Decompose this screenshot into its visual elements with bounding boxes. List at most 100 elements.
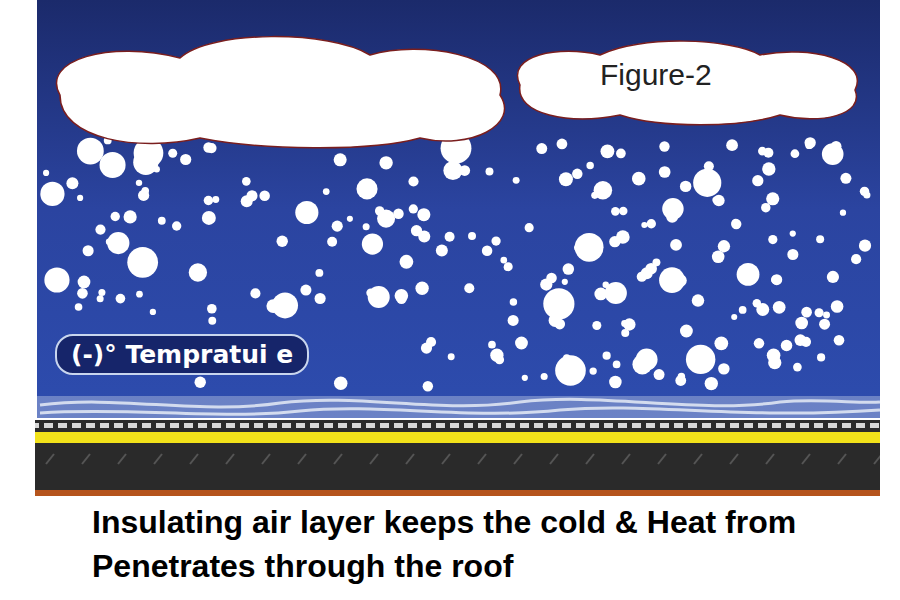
snowflake [541,373,548,380]
snowflake [436,244,448,256]
snowflake [411,225,422,236]
snowflake [510,298,517,305]
snowflake [154,166,160,172]
snowflake [116,294,126,304]
snowflake [207,143,217,153]
snowflake [753,299,761,307]
snowflake [781,340,792,351]
snowflake [356,178,377,199]
snowflake [763,148,773,158]
roof-slab [35,443,880,490]
snowflake [486,168,494,176]
snowflake [714,336,728,350]
snowflake [138,190,149,201]
snowflake [659,166,671,178]
snowflake [323,188,330,195]
snowflake [362,233,383,254]
snowflake [172,221,181,230]
snowflake [98,289,105,296]
snowflake [562,279,568,285]
snowflake [77,195,83,201]
snowflake [594,181,613,200]
snowflake [815,308,824,317]
snowflake [712,197,718,203]
snowflake [771,274,782,285]
snowflake [525,223,534,232]
snowflake [500,257,507,264]
snowflake [363,223,370,230]
sky-ground [37,0,880,418]
snowflake [563,263,575,275]
snowflake [589,367,596,374]
temperature-badge: (-)° Tempratui e [55,334,309,375]
snowflake [97,295,104,302]
caption: Insulating air layer keeps the cold & He… [92,500,882,588]
snowflake [513,177,520,184]
snowflake [468,232,476,240]
snowflake [804,137,815,148]
snowflake [448,353,455,360]
snowflake [202,211,216,225]
snowflake [611,207,620,216]
snowflake [158,217,166,225]
snowflake [794,334,806,346]
snowflake [761,203,770,212]
snowflake [124,210,137,223]
snowflake [395,289,409,303]
snowflake [148,257,154,263]
snowflake [208,317,216,325]
snowflake [816,235,824,243]
snowflake [508,315,519,326]
snowflake [77,138,104,165]
snowflake [83,245,94,256]
snowflake [754,338,764,348]
snowflake [204,196,213,205]
snowflake [805,141,813,149]
snowflake [637,272,647,282]
snowflake [295,201,318,224]
snowflake [726,139,738,151]
snowflake [408,176,418,186]
snowflake [641,363,649,371]
snowflake [540,278,552,290]
snowflake [66,177,78,189]
snowflake [834,335,845,346]
snowflake [543,288,574,319]
snowflake [515,337,528,350]
snowflake [641,222,647,228]
snowflake [693,169,721,197]
snowflake [680,325,693,338]
snowflake [613,361,621,369]
snowflake [762,162,775,175]
snowflake [180,154,191,165]
snowflake [817,353,825,361]
snowflake [705,377,718,390]
snowflake [259,190,270,201]
snowflake [787,249,798,260]
snowflake [559,172,573,186]
snowflake [675,375,686,386]
snowflake [557,139,568,150]
snowflake [377,210,395,228]
figure-label: Figure-2 [600,58,712,92]
clouds [57,37,858,148]
snowflake [674,274,687,287]
snowflake [840,209,846,215]
snowflake [111,212,120,221]
snowflake [522,375,528,381]
snowflake [136,180,142,186]
snowflake [77,288,88,299]
snowflake [482,246,493,257]
snowflake [334,153,347,166]
snowflake [819,319,830,330]
snowflake [712,250,725,263]
snowflake [801,307,812,318]
snowflake [790,230,796,236]
snowflake [609,376,622,389]
snowflake [601,144,615,158]
snowflake [127,247,158,278]
snowflake [666,211,678,223]
snowflake [574,243,583,252]
snowflake [315,269,323,277]
snowflake [95,225,105,235]
